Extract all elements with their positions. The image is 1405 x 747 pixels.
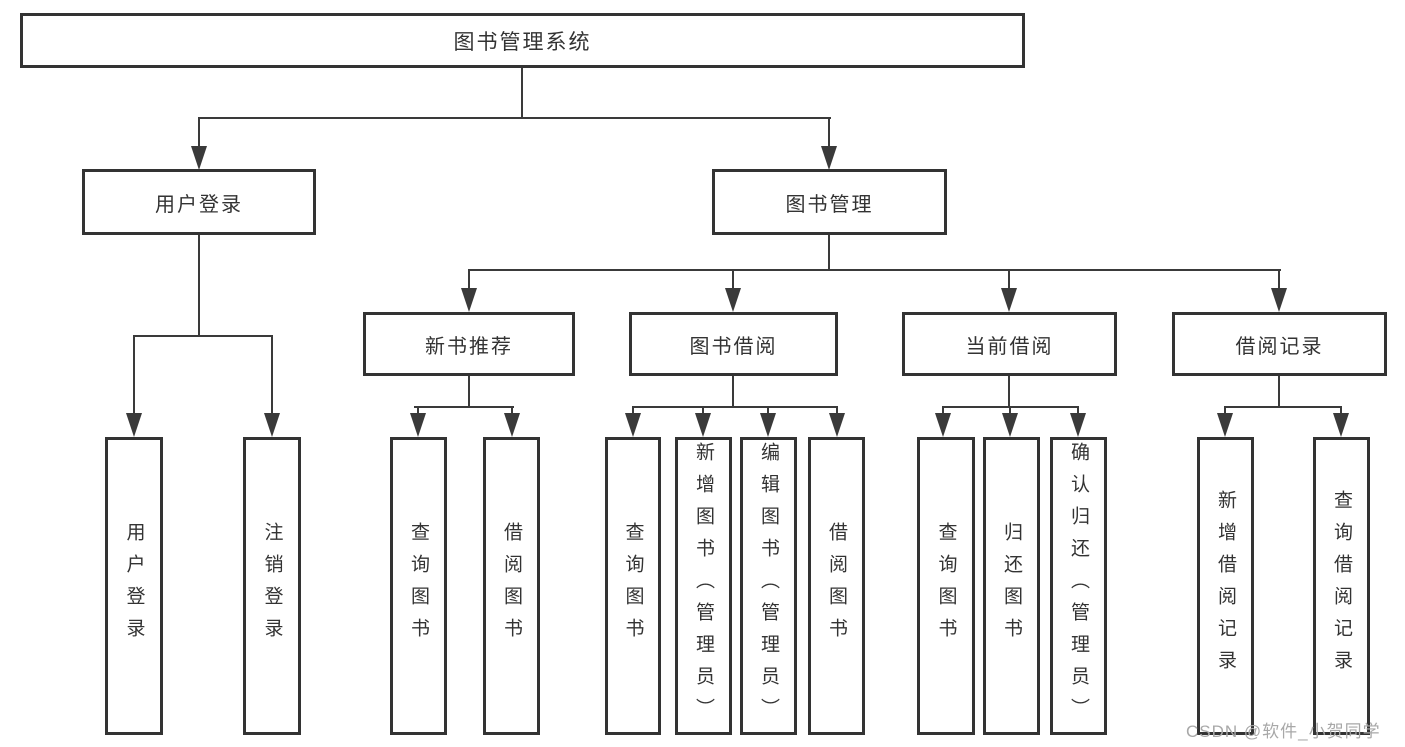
- connector-user-drop: [198, 117, 200, 147]
- connector-borrow-split: [632, 406, 838, 408]
- arrowhead-to-book-management: [821, 146, 837, 170]
- connector-book-stub: [828, 235, 830, 271]
- leaf-borrow-add-label: 新增图书（管理员）: [693, 442, 714, 730]
- leaf-user-login-label: 用户登录: [123, 522, 145, 650]
- arrowhead-to-newbook-query: [410, 413, 426, 437]
- connector-leaf-drop: [767, 406, 769, 417]
- node-new-book-recommend: 新书推荐: [363, 312, 575, 376]
- arrowhead-to-borrow-query: [625, 413, 641, 437]
- connector-leaf-drop: [942, 406, 944, 417]
- arrowhead-to-record-add: [1217, 413, 1233, 437]
- leaf-newbook-query-label: 查询图书: [408, 522, 429, 650]
- arrowhead-to-logout: [264, 413, 280, 437]
- node-book-management: 图书管理: [712, 169, 947, 235]
- leaf-current-return-label: 归还图书: [1001, 522, 1022, 650]
- leaf-user-login: 用户登录: [105, 437, 163, 735]
- leaf-current-query: 查询图书: [917, 437, 975, 735]
- csdn-watermark: CSDN @软件_小贺同学: [1186, 722, 1381, 741]
- arrowhead-to-current-confirm: [1070, 413, 1086, 437]
- connector-user-child1-drop: [133, 335, 135, 415]
- leaf-record-query: 查询借阅记录: [1313, 437, 1370, 735]
- arrowhead-to-current-query: [935, 413, 951, 437]
- leaf-borrow-borrow-label: 借阅图书: [826, 522, 847, 650]
- leaf-borrow-add: 新增图书（管理员）: [675, 437, 732, 735]
- connector-current-stub: [1008, 376, 1010, 407]
- leaf-borrow-query-label: 查询图书: [622, 522, 644, 650]
- arrowhead-to-borrow-borrow: [829, 413, 845, 437]
- arrowhead-to-newbook-borrow: [504, 413, 520, 437]
- connector-newbook-split: [414, 406, 514, 408]
- arrowhead-to-user-login: [126, 413, 142, 437]
- connector-root-stub: [521, 68, 523, 118]
- connector-level3-horizontal: [468, 269, 1281, 271]
- leaf-borrow-edit: 编辑图书（管理员）: [740, 437, 797, 735]
- arrowhead-to-current-borrow: [1001, 288, 1017, 312]
- connector-leaf-drop: [511, 406, 513, 417]
- connector-level2-horizontal: [198, 117, 831, 119]
- leaf-borrow-borrow: 借阅图书: [808, 437, 865, 735]
- leaf-newbook-borrow: 借阅图书: [483, 437, 540, 735]
- connector-newbook-stub: [468, 376, 470, 407]
- connector-book-drop: [828, 117, 830, 147]
- connector-leaf-drop: [1224, 406, 1226, 417]
- node-borrow-records: 借阅记录: [1172, 312, 1387, 376]
- node-user-login-group-label: 用户登录: [155, 193, 243, 216]
- connector-leaf-drop: [1009, 406, 1011, 417]
- arrowhead-to-borrow-edit: [760, 413, 776, 437]
- leaf-current-confirm-label: 确认归还（管理员）: [1068, 442, 1089, 730]
- connector-leaf-drop: [632, 406, 634, 417]
- node-root: 图书管理系统: [20, 13, 1025, 68]
- leaf-record-add: 新增借阅记录: [1197, 437, 1254, 735]
- leaf-record-query-label: 查询借阅记录: [1331, 490, 1352, 682]
- leaf-current-confirm: 确认归还（管理员）: [1050, 437, 1107, 735]
- connector-user-split: [133, 335, 273, 337]
- connector-borrow-stub: [732, 376, 734, 407]
- connector-leaf-drop: [702, 406, 704, 417]
- leaf-newbook-query: 查询图书: [390, 437, 447, 735]
- node-new-book-recommend-label: 新书推荐: [425, 335, 513, 358]
- connector-user-child2-drop: [271, 335, 273, 415]
- node-root-label: 图书管理系统: [453, 30, 592, 54]
- connector-leaf-drop: [836, 406, 838, 417]
- arrowhead-to-book-borrow: [725, 288, 741, 312]
- arrowhead-to-borrow-add: [695, 413, 711, 437]
- node-current-borrow-label: 当前借阅: [965, 335, 1054, 358]
- node-current-borrow: 当前借阅: [902, 312, 1117, 376]
- leaf-record-add-label: 新增借阅记录: [1215, 490, 1236, 682]
- connector-leaf-drop: [1077, 406, 1079, 417]
- connector-leaf-drop: [417, 406, 419, 417]
- leaf-current-return: 归还图书: [983, 437, 1040, 735]
- leaf-logout: 注销登录: [243, 437, 301, 735]
- connector-records-stub: [1278, 376, 1280, 407]
- arrowhead-to-user-login-group: [191, 146, 207, 170]
- connector-current-drop: [1008, 269, 1010, 289]
- arrowhead-to-current-return: [1002, 413, 1018, 437]
- connector-records-drop: [1278, 269, 1280, 289]
- connector-leaf-drop: [1340, 406, 1342, 417]
- node-user-login-group: 用户登录: [82, 169, 316, 235]
- connector-records-split: [1224, 406, 1342, 408]
- leaf-current-query-label: 查询图书: [935, 522, 957, 650]
- node-borrow-records-label: 借阅记录: [1235, 335, 1324, 358]
- node-book-borrow: 图书借阅: [629, 312, 838, 376]
- leaf-borrow-edit-label: 编辑图书（管理员）: [758, 442, 779, 730]
- arrowhead-to-new-book-recommend: [461, 288, 477, 312]
- node-book-management-label: 图书管理: [785, 193, 874, 216]
- connector-user-stub: [198, 235, 200, 335]
- arrowhead-to-record-query: [1333, 413, 1349, 437]
- node-book-borrow-label: 图书借阅: [689, 335, 778, 358]
- leaf-logout-label: 注销登录: [261, 522, 283, 650]
- connector-newbook-drop: [468, 269, 470, 289]
- leaf-borrow-query: 查询图书: [605, 437, 661, 735]
- arrowhead-to-borrow-records: [1271, 288, 1287, 312]
- connector-borrow-drop: [732, 269, 734, 289]
- leaf-newbook-borrow-label: 借阅图书: [501, 522, 522, 650]
